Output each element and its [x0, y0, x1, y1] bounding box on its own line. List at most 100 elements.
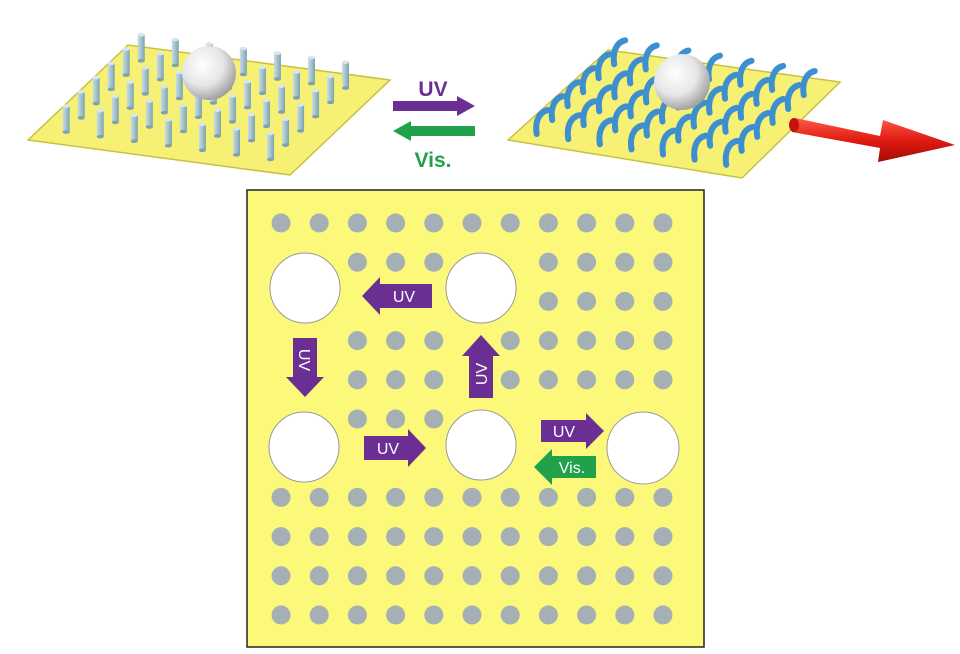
grid-dot [538, 605, 558, 625]
grid-dot [309, 527, 329, 547]
uv-arrow-down-label: UV [295, 349, 312, 372]
grid-dot [538, 331, 558, 351]
grid-dot [577, 291, 597, 311]
straight-pillar [342, 60, 350, 90]
grid-dot [615, 566, 635, 586]
straight-pillar [308, 55, 315, 86]
grid-dot [347, 331, 367, 351]
grid-dot [577, 370, 597, 390]
grid-dot [386, 566, 406, 586]
grid-dot [386, 409, 406, 429]
grid-dot [538, 213, 558, 233]
straight-pillar [198, 122, 206, 153]
grid-dot [615, 605, 635, 625]
sphere-right [654, 54, 710, 110]
grid-dot [615, 527, 635, 547]
bent-pillar [675, 113, 693, 144]
straight-pillar [137, 33, 145, 63]
bent-pillar [533, 107, 551, 138]
grid-dot [347, 605, 367, 625]
grid-dot [538, 527, 558, 547]
bent-pillar [611, 70, 629, 101]
position-circle-1 [269, 252, 341, 324]
grid-dot [309, 566, 329, 586]
straight-pillar [258, 65, 266, 96]
uv-arrow-left: UV [362, 277, 432, 315]
straight-pillar [293, 70, 300, 100]
straight-pillar [213, 108, 221, 138]
grid-dot [347, 252, 367, 272]
bent-pillar [595, 84, 614, 115]
grid-dot [424, 605, 444, 625]
grid-dot [424, 527, 444, 547]
bent-pillar [753, 109, 772, 140]
bent-pillar [706, 118, 725, 149]
uv-arrow-right-label: UV [377, 441, 400, 458]
grid-dot [538, 487, 558, 507]
bent-pillar [564, 112, 583, 143]
straight-pillar [156, 51, 164, 82]
straight-pillar [228, 94, 236, 124]
dot-grid [271, 213, 673, 625]
straight-pillar [233, 127, 240, 157]
bent-pillar [580, 98, 598, 129]
straight-pillar [263, 98, 270, 129]
bent-pillar [737, 57, 755, 88]
grid-dot [500, 370, 520, 390]
grid-dot [653, 370, 673, 390]
straight-pillar [164, 117, 172, 148]
grid-dot [653, 487, 673, 507]
grid-dot [615, 370, 635, 390]
grid-dot [500, 605, 520, 625]
bent-pillar [800, 68, 818, 99]
grid-dot [424, 487, 444, 507]
grid-dot [347, 566, 367, 586]
grid-dot [615, 331, 635, 351]
grid-dot [424, 409, 444, 429]
straight-pillar [171, 37, 179, 68]
bent-pillar [596, 117, 614, 148]
bent-pillar [548, 93, 567, 124]
grid-dot [500, 527, 520, 547]
grid-dot [577, 487, 597, 507]
position-circle-3 [268, 411, 340, 483]
grid-dot [386, 487, 406, 507]
grid-dot [271, 605, 291, 625]
straight-pillar [145, 99, 153, 129]
grid-dot [462, 566, 482, 586]
uv-arrow-right-forward-label: UV [553, 424, 576, 441]
bent-pillar-substrate [506, 37, 955, 179]
grid-dot [538, 291, 558, 311]
bent-pillar [610, 37, 629, 68]
grid-dot [653, 331, 673, 351]
grid-dot [424, 370, 444, 390]
vis-arrow-left: Vis. [534, 449, 596, 485]
bent-pillar [643, 108, 661, 139]
grid-dot [386, 605, 406, 625]
straight-pillar [297, 103, 305, 133]
grid-dot [309, 213, 329, 233]
grid-dot [615, 252, 635, 272]
grid-dot [424, 213, 444, 233]
grid-dot [347, 527, 367, 547]
uv-arrow-up-label: UV [474, 363, 491, 386]
bent-pillar [659, 127, 678, 158]
grid-dot [577, 527, 597, 547]
substrate-plate-right [506, 49, 842, 179]
sphere-left [182, 46, 236, 100]
straight-pillar [282, 117, 290, 147]
straight-pillar [130, 113, 138, 143]
straight-pillar [111, 94, 119, 125]
straight-pillar [327, 74, 335, 105]
grid-dot [462, 487, 482, 507]
bent-pillar [722, 104, 740, 135]
bent-pillar [721, 71, 740, 102]
straight-pillar [160, 84, 168, 115]
grid-dot [500, 331, 520, 351]
uv-arrow-left-label: UV [393, 289, 416, 306]
straight-pillar [62, 104, 70, 134]
grid-dot [309, 487, 329, 507]
bent-pillar [627, 89, 645, 120]
grid-dot [424, 566, 444, 586]
position-circle-2 [445, 252, 517, 324]
